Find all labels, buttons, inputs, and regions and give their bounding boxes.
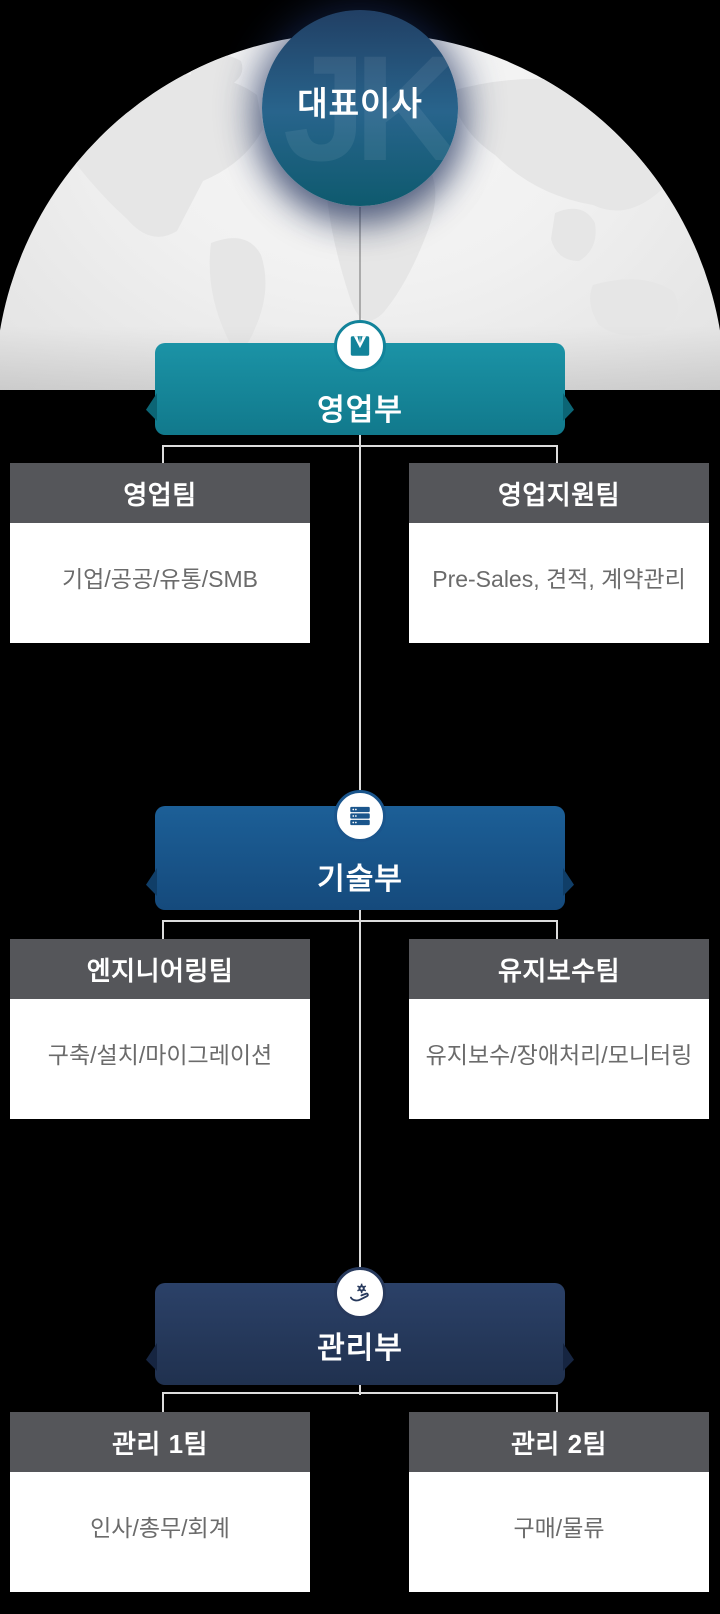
- connector-sales-to-tech: [359, 435, 361, 790]
- team-description: 기업/공공/유통/SMB: [10, 523, 310, 643]
- ceo-label: 대표이사: [297, 85, 423, 122]
- team-name: 관리 2팀: [409, 1412, 709, 1472]
- connector-bracket: [162, 920, 558, 922]
- connector-bracket: [162, 1392, 558, 1394]
- team-box-admin-team-2: 관리 2팀 구매/물류: [409, 1412, 709, 1592]
- team-box-sales-support-team: 영업지원팀 Pre-Sales, 견적, 계약관리: [409, 463, 709, 643]
- team-name: 유지보수팀: [409, 939, 709, 999]
- dept-name: 기술부: [317, 863, 403, 896]
- team-description: Pre-Sales, 견적, 계약관리: [409, 523, 709, 643]
- connector-tech-to-admin: [359, 910, 361, 1267]
- team-description: 인사/총무/회계: [10, 1472, 310, 1592]
- team-box-maintenance-team: 유지보수팀 유지보수/장애처리/모니터링: [409, 939, 709, 1119]
- team-box-sales-team: 영업팀 기업/공공/유통/SMB: [10, 463, 310, 643]
- connector-drop-right: [556, 1392, 558, 1412]
- team-name: 엔지니어링팀: [10, 939, 310, 999]
- dept-badge-admin: [334, 1267, 386, 1319]
- connector-drop-left: [162, 445, 164, 463]
- team-description: 유지보수/장애처리/모니터링: [409, 999, 709, 1119]
- team-description: 구매/물류: [409, 1472, 709, 1592]
- connector-drop-right: [556, 445, 558, 463]
- connector-admin-stub: [359, 1385, 361, 1395]
- dept-badge-tech: [334, 790, 386, 842]
- dept-name: 영업부: [317, 394, 403, 427]
- team-name: 영업팀: [10, 463, 310, 523]
- dept-badge-sales: [334, 320, 386, 372]
- server-icon: [347, 803, 373, 829]
- team-name: 관리 1팀: [10, 1412, 310, 1472]
- company-logo-watermark: JK: [282, 24, 458, 192]
- dept-name: 관리부: [317, 1332, 403, 1365]
- connector-ceo-to-sales: [359, 207, 361, 320]
- connector-drop-right: [556, 920, 558, 939]
- connector-drop-left: [162, 1392, 164, 1412]
- connector-drop-left: [162, 920, 164, 939]
- suit-icon: [347, 333, 373, 359]
- ceo-node: JK 대표이사: [262, 10, 458, 206]
- team-box-engineering-team: 엔지니어링팀 구축/설치/마이그레이션: [10, 939, 310, 1119]
- team-description: 구축/설치/마이그레이션: [10, 999, 310, 1119]
- hand-gear-icon: [347, 1280, 373, 1306]
- team-box-admin-team-1: 관리 1팀 인사/총무/회계: [10, 1412, 310, 1592]
- connector-bracket: [162, 445, 558, 447]
- team-name: 영업지원팀: [409, 463, 709, 523]
